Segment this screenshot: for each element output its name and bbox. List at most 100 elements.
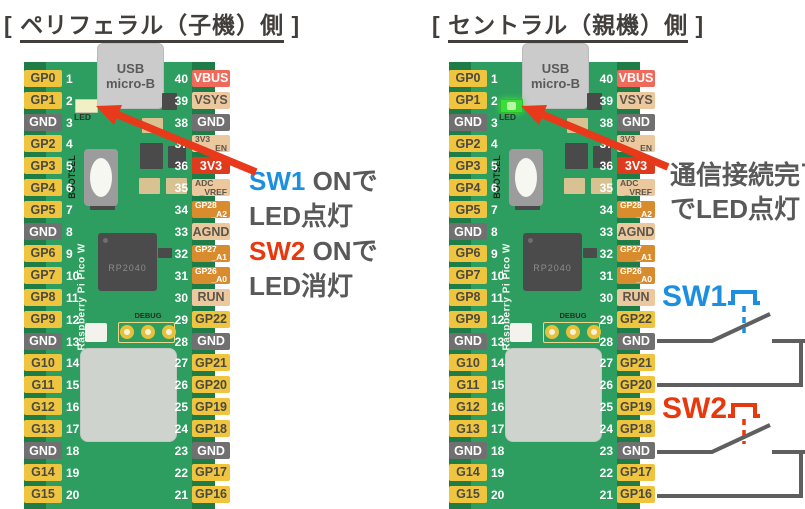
- debug-pad: [141, 325, 155, 339]
- pin-label-right-GP18: GP18: [617, 420, 655, 438]
- led-silk-label: LED: [499, 112, 516, 122]
- note-segment: LED消灯: [249, 271, 354, 301]
- smd-component: [158, 248, 172, 258]
- pin-label-left-GP5: GP5: [24, 201, 62, 219]
- pin-number: 27: [174, 356, 188, 371]
- pin-label-left-GP8: GP8: [24, 288, 62, 306]
- pin-label-right-VSYS: VSYS: [617, 91, 655, 109]
- pin-label-right-GND: GND: [617, 332, 655, 350]
- chip-label: RP2040: [108, 263, 147, 273]
- pin-label-right-3V3_EN: 3V3_EN: [192, 135, 230, 153]
- note-connection-led: 通信接続完了でLED点灯: [670, 158, 805, 226]
- note-segment: 通信接続完了: [670, 160, 805, 190]
- pin-number: 22: [174, 465, 188, 480]
- pin-label-right-GP21: GP21: [617, 354, 655, 372]
- debug-pad-hole: [570, 329, 576, 335]
- pin-number: 5: [66, 159, 73, 174]
- pin-number: 13: [66, 334, 80, 349]
- pin-number: 32: [174, 246, 188, 261]
- pin-number: 28: [599, 334, 613, 349]
- pin-number: 8: [491, 225, 498, 239]
- pin-label-right-VSYS: VSYS: [192, 91, 230, 109]
- pin-number: 31: [174, 268, 188, 283]
- pin-label-right-3V3: 3V3: [617, 157, 655, 175]
- pin-label-right-VBUS: VBUS: [192, 69, 230, 87]
- pin-number: 7: [66, 203, 73, 218]
- pin-number: 39: [599, 93, 613, 108]
- debug-pad-hole: [145, 329, 151, 335]
- pin-label-line2: _A2: [211, 208, 227, 219]
- pin-label-left-G12: G12: [449, 398, 487, 416]
- pin-number: 30: [599, 290, 613, 305]
- pin-label-left-GND: GND: [24, 223, 62, 240]
- pin-label-left-GP7: GP7: [449, 266, 487, 284]
- pin-label-left-GP9: GP9: [24, 310, 62, 328]
- pin-label-left-GP4: GP4: [24, 179, 62, 197]
- pin-number: 14: [491, 356, 505, 371]
- debug-header: [118, 322, 176, 343]
- panel-title-central: [ セントラル（親機）側 ]: [432, 6, 704, 43]
- pin-number: 3: [491, 115, 498, 130]
- pin-label-line1: ADC: [195, 178, 214, 189]
- debug-pad: [566, 325, 580, 339]
- crystal-component: [510, 323, 532, 342]
- pin-label-right-GND: GND: [192, 442, 230, 459]
- pin-label-right-GP18: GP18: [192, 420, 230, 438]
- pin-label-left-G12: G12: [24, 398, 62, 416]
- pin-number: 6: [66, 181, 73, 196]
- pin-label-right-GP17: GP17: [192, 463, 230, 481]
- pin-number: 35: [599, 181, 613, 196]
- pin-label-line2: _A1: [211, 252, 227, 263]
- pin-number: 23: [174, 444, 188, 458]
- pin-number: 23: [599, 444, 613, 458]
- pin-label-left-GP9: GP9: [449, 310, 487, 328]
- pin-label-line1: GP27: [195, 243, 217, 254]
- chip-pin1-dot: [528, 238, 533, 243]
- pin-number: 2: [66, 93, 73, 108]
- pin-number: 25: [599, 400, 613, 415]
- pin-label-left-GND: GND: [449, 113, 487, 131]
- title-bracket-open: [: [4, 12, 21, 38]
- note-line: LED点灯: [249, 199, 378, 234]
- pin-number: 31: [599, 268, 613, 283]
- pin-label-right-ADC_VREF: ADC_VREF: [192, 178, 230, 197]
- pin-number: 34: [599, 203, 613, 218]
- pin-number: 3: [66, 115, 73, 130]
- pin-label-left-GP1: GP1: [449, 91, 487, 109]
- pin-number: 37: [174, 137, 188, 152]
- pin-label-right-ADC_VREF: ADC_VREF: [617, 179, 655, 197]
- pin-number: 38: [174, 115, 188, 130]
- pin-label-right-GND: GND: [192, 332, 230, 350]
- pin-label-left-GP6: GP6: [449, 244, 487, 262]
- pin-number: 39: [174, 93, 188, 108]
- pin-label-line2: _EN: [635, 142, 652, 153]
- pin-label-line1: GP26: [620, 265, 642, 276]
- pin-number: 9: [491, 246, 498, 261]
- debug-pad: [162, 325, 176, 339]
- pin-number: 8: [66, 225, 73, 239]
- pin-label-line2: _A2: [636, 208, 652, 219]
- debug-silk-label: DEBUG: [134, 311, 162, 320]
- smd-component: [139, 178, 160, 194]
- pin-label-line1: GP28: [620, 200, 642, 211]
- title-text-peripheral: ペリフェラル（子機）側: [20, 12, 285, 43]
- pin-label-right-3V3: 3V3: [192, 157, 230, 175]
- pin-label-right-AGND: AGND: [192, 223, 230, 240]
- pin-label-right-GP27_A1: GP27_A1: [617, 245, 655, 262]
- pin-number: 13: [491, 334, 505, 349]
- pin-label-left-G14: G14: [24, 463, 62, 481]
- pin-label-left-GND: GND: [449, 442, 487, 459]
- note-line: 通信接続完了: [670, 158, 805, 192]
- pin-label-line2: _A0: [211, 274, 227, 285]
- pin-label-left-GP0: GP0: [449, 69, 487, 87]
- pin-label-right-GP20: GP20: [192, 376, 230, 394]
- pin-label-right-GP28_A2: GP28_A2: [617, 200, 655, 219]
- pin-number: 34: [174, 203, 188, 218]
- pin-number: 35: [174, 181, 188, 196]
- panel-title-peripheral: [ ペリフェラル（子機）側 ]: [4, 6, 300, 43]
- note-segment: ONで: [305, 166, 378, 196]
- pin-number: 9: [66, 246, 73, 261]
- pin-number: 26: [599, 378, 613, 393]
